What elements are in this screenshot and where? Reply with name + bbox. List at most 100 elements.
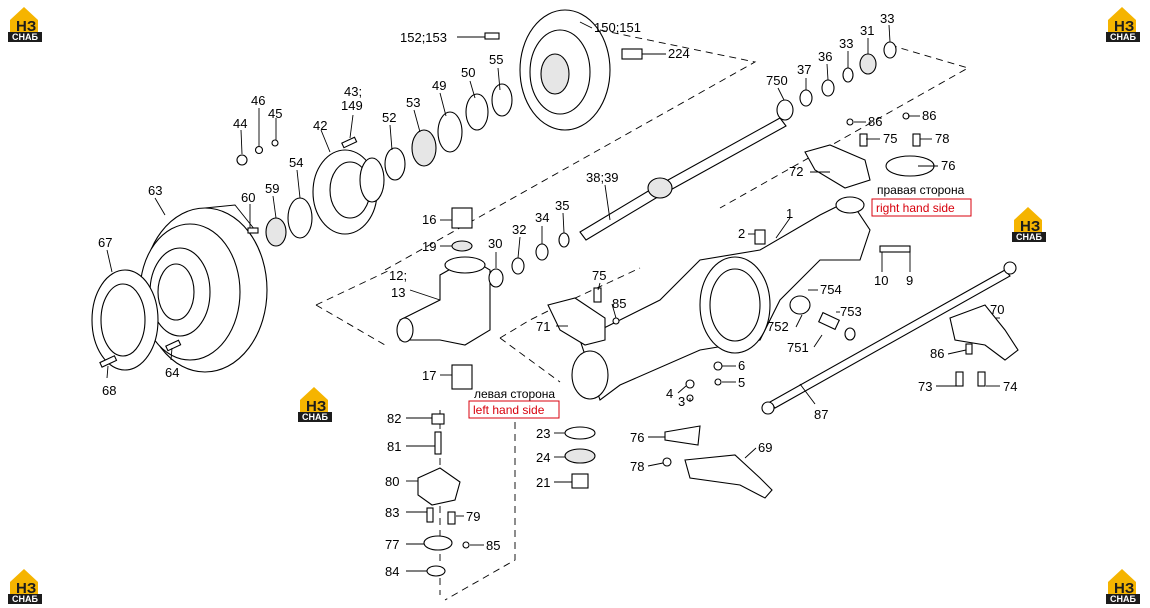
wheel-hub [312,149,385,235]
logo-text: СНАБ [302,412,328,422]
label-44: 44 [233,116,247,131]
label-67: 67 [98,235,112,250]
logo-top-left: НЗ СНАБ [8,7,42,42]
label-85b: 85 [486,538,500,553]
logo-text: СНАБ [1110,594,1136,604]
drum-plate [91,269,159,371]
label-1: 1 [786,206,793,221]
label-46: 46 [251,93,265,108]
label-37: 37 [797,62,811,77]
right-side-en: right hand side [876,201,955,215]
right-side-box [871,198,972,217]
callout-labels: 150;151 152;153 224 55 50 49 53 52 43; 1… [98,11,1017,579]
nut-5 [714,378,722,386]
pin-86a [846,118,854,126]
logo-house-icon [1108,7,1136,34]
bearing-24 [564,448,596,464]
side-label-left: левая сторона left hand side [468,387,560,419]
label-2: 2 [738,226,745,241]
bearing-53 [411,129,437,167]
label-30: 30 [488,236,502,251]
label-49: 49 [432,78,446,93]
cylinder-224 [621,48,643,60]
bolt-9 [879,245,911,253]
steering-arm-69 [684,454,773,499]
label-76b: 76 [630,430,644,445]
ring-30 [488,268,504,288]
logo-house-icon [1014,207,1042,234]
label-152-153: 152;153 [400,30,447,45]
washer-77 [423,535,453,551]
seal-54 [287,197,313,239]
bushing-21 [571,473,589,489]
logo-mark: НЗ [1114,18,1134,35]
nut-754 [789,295,811,315]
label-150-151: 150;151 [594,20,641,35]
bushing-16 [451,207,473,229]
label-81: 81 [387,439,401,454]
label-32: 32 [512,222,526,237]
label-38-39: 38;39 [586,170,619,185]
left-side-box [468,400,560,419]
label-24: 24 [536,450,550,465]
nut-78b [662,457,672,467]
bolt-75b [593,287,602,303]
label-54: 54 [289,155,303,170]
label-31: 31 [860,23,874,38]
label-4: 4 [666,386,673,401]
label-10: 10 [874,273,888,288]
logo-mark: НЗ [1020,218,1040,235]
plug-2 [754,229,766,245]
washer-6 [713,361,723,371]
logo-text: СНАБ [1110,32,1136,42]
plate-76b [664,425,701,446]
logo-house-icon [1108,569,1136,596]
label-50: 50 [461,65,475,80]
bolt-152 [484,32,500,40]
pin-86c [965,343,973,355]
bolt-73 [955,371,964,387]
bolt-753 [817,311,841,331]
label-23: 23 [536,426,550,441]
label-33a: 33 [839,36,853,51]
bearing-31 [859,53,877,75]
label-69: 69 [758,440,772,455]
logo-bar [1106,32,1140,42]
label-84: 84 [385,564,399,579]
left-side-ru: левая сторона [474,387,555,401]
leader-lines [106,21,1000,572]
bolt-64 [165,339,182,352]
right-side-ru: правая сторона [877,183,965,197]
side-label-right: правая сторона right hand side [871,183,972,217]
label-87: 87 [814,407,828,422]
label-64: 64 [165,365,179,380]
label-36: 36 [818,49,832,64]
label-52: 52 [382,110,396,125]
pin-85b [462,541,470,549]
label-72: 72 [789,164,803,179]
label-86c: 86 [930,346,944,361]
label-12: 12; [389,268,407,283]
label-3: 3 [678,394,685,409]
logo-text: СНАБ [12,32,38,42]
label-751: 751 [787,340,809,355]
logo-bar [1012,232,1046,242]
label-9: 9 [906,273,913,288]
label-68: 68 [102,383,116,398]
label-74: 74 [1003,379,1017,394]
ring-84 [426,565,446,577]
label-78b: 78 [630,459,644,474]
bolt-81 [434,431,442,455]
label-76a: 76 [941,158,955,173]
logo-mark: НЗ [16,580,36,597]
plug-4 [685,379,695,389]
ring-49 [437,111,463,153]
label-60: 60 [241,190,255,205]
label-75b: 75 [592,268,606,283]
bracket-80 [417,467,461,506]
steering-arm-71 [547,297,606,346]
steering-arm-72 [804,144,871,189]
label-149: 149 [341,98,363,113]
label-79: 79 [466,509,480,524]
